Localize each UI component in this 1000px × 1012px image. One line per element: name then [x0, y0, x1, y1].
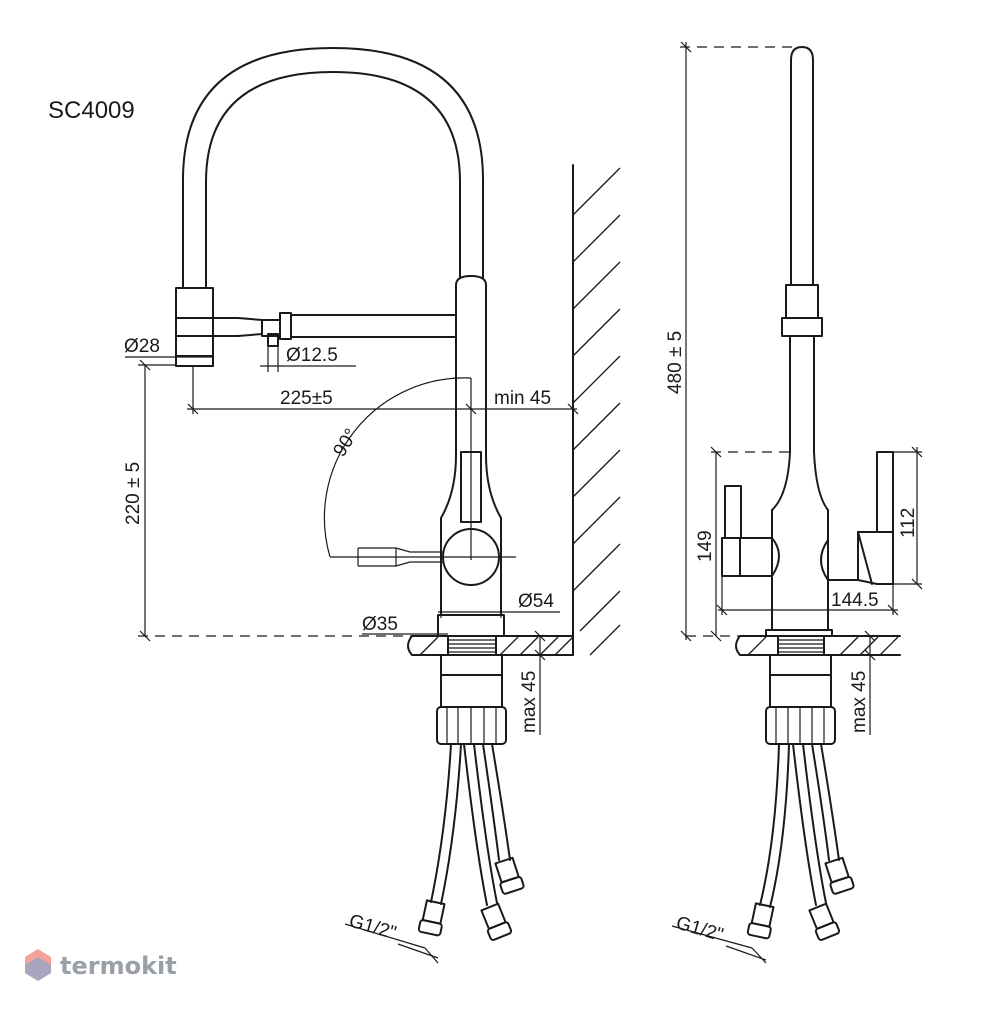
side-shank	[765, 635, 836, 745]
dim-handle-height: 149	[695, 530, 716, 562]
threaded-shank	[436, 635, 507, 745]
dim-width: 144.5	[831, 590, 879, 611]
side-view	[671, 41, 923, 964]
dim-max-thickness: max 45	[519, 671, 540, 733]
side-hoses	[746, 743, 855, 941]
side-dimension-lines	[671, 41, 923, 964]
dim-outlet-diameter: Ø28	[124, 336, 160, 357]
brand-watermark: termokit	[25, 949, 177, 981]
front-view	[125, 47, 621, 964]
model-label: SC4009	[48, 97, 135, 124]
dim-mount-hole: Ø35	[362, 614, 398, 635]
dim-lever-height: 112	[898, 508, 919, 538]
flex-hoses	[417, 743, 525, 941]
dim-side-max-thickness: max 45	[849, 671, 870, 733]
front-dimension-lines	[125, 340, 579, 964]
mixer-body	[330, 451, 516, 637]
spout-holder-arm	[175, 287, 457, 367]
dim-thread: G1/2"	[347, 911, 399, 944]
dim-hose-diameter: Ø12.5	[286, 345, 338, 366]
dim-base-diameter: Ø54	[518, 591, 554, 612]
brand-name: termokit	[60, 952, 177, 980]
dim-swivel-angle: 90°	[329, 425, 362, 460]
spout-arch	[182, 47, 487, 560]
wall	[572, 164, 621, 656]
dim-reach: 225±5	[280, 388, 333, 409]
dim-height: 220 ± 5	[123, 462, 144, 525]
dim-wall-clearance: min 45	[494, 388, 551, 409]
side-spout	[781, 46, 823, 453]
dim-side-thread: G1/2"	[674, 913, 726, 946]
dim-total-height: 480 ± 5	[665, 331, 686, 394]
